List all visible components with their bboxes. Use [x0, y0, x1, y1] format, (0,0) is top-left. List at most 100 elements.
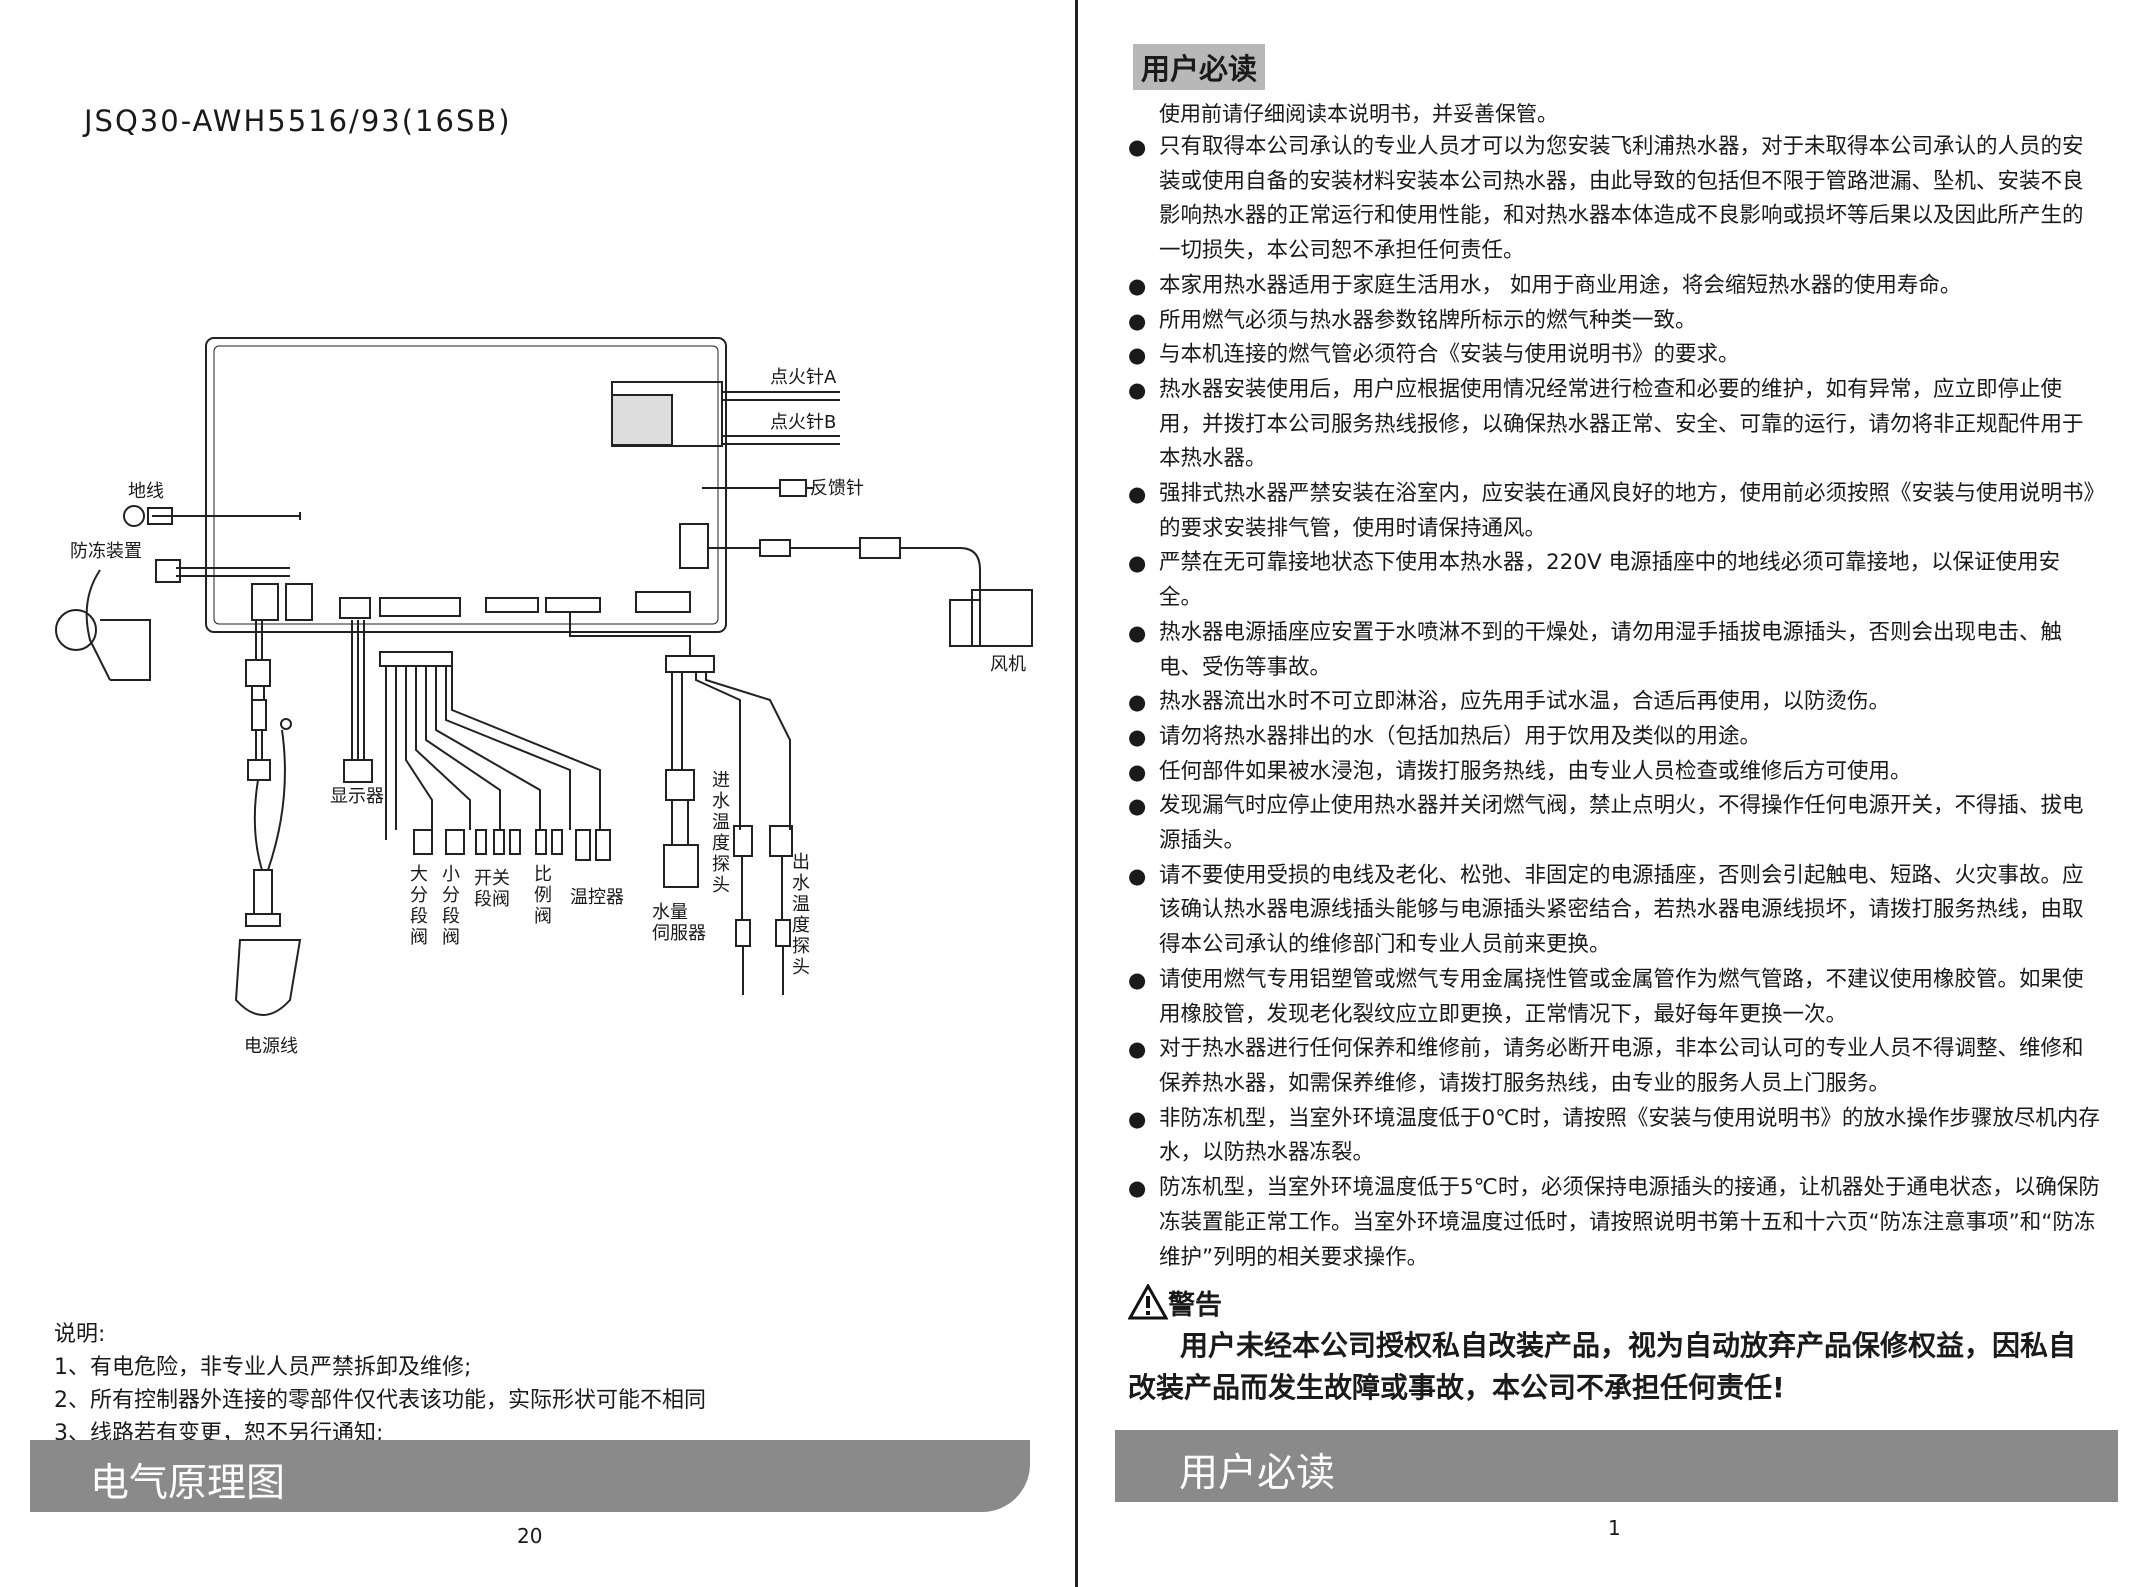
label-thermostat: 温控器: [570, 887, 624, 908]
label-inlet-probe: 探: [712, 854, 730, 875]
bullet-icon: ●: [1128, 1106, 1147, 1131]
label-outlet-probe: 温: [792, 894, 810, 915]
list-item-text: 发现漏气时应停止使用热水器并关闭燃气阀，禁止点明火，不得操作任何电源开关，不得插…: [1159, 793, 2084, 854]
bullet-icon: ●: [1128, 690, 1147, 715]
section-header: 用户必读: [1133, 44, 1266, 90]
label-outlet-probe: 头: [792, 957, 810, 978]
list-item: ●本家用热水器适用于家庭生活用水， 如用于商业用途，将会缩短热水器的使用寿命。: [1128, 269, 2103, 304]
label-ground: 地线: [128, 481, 164, 502]
wiring-diagram: 点火针A 点火针B 反馈针 地线 防冻装置 风机 显示器 温控器 电源线 大分段…: [55, 337, 1033, 1057]
list-item-text: 严禁在无可靠接地状态下使用本热水器，220V 电源插座中的地线必须可靠接地，以保…: [1159, 550, 2061, 611]
section-title: 用户必读: [1179, 1451, 1336, 1496]
list-item-text: 所用燃气必须与热水器参数铭牌所标示的燃气种类一致。: [1159, 307, 1697, 333]
bullet-icon: ●: [1128, 759, 1147, 784]
list-item: ● 请勿将热水器排出的水（包括加热后）用于饮用及类似的用途。: [1128, 720, 2103, 755]
label-ratio-valve: 阀: [534, 906, 552, 927]
list-item: ● 非防冻机型，当室外环境温度低于0℃时，请按照《安装与使用说明书》的放水操作步骤…: [1128, 1102, 2103, 1171]
label-small-valve: 段: [442, 906, 460, 927]
notes-line: 2、所有控制器外连接的零部件仅代表该功能，实际形状可能不相同: [54, 1388, 706, 1413]
label-ignition-b: 点火针B: [770, 412, 836, 433]
list-item: ● 防冻机型，当室外环境温度低于5℃时，必须保持电源插头的接通，让机器处于通电状态…: [1128, 1171, 2103, 1275]
label-inlet-probe: 温: [712, 812, 730, 833]
page-number: 1: [1608, 1516, 1621, 1540]
bullet-icon: ●: [1128, 1176, 1147, 1201]
label-antifreeze: 防冻装置: [70, 541, 142, 562]
label-inlet-probe: 进: [712, 770, 730, 791]
warning-title: 警告: [1168, 1290, 1222, 1321]
list-item: ● 严禁在无可靠接地状态下使用本热水器，220V 电源插座中的地线必须可靠接地，以…: [1128, 546, 2103, 615]
label-big-valve: 段: [410, 906, 428, 927]
bullet-icon: ●: [1128, 377, 1147, 402]
bullet-icon: ●: [1128, 863, 1147, 888]
list-item-text: 请勿将热水器排出的水（包括加热后）用于饮用及类似的用途。: [1159, 723, 1762, 749]
list-item: ●热水器电源插座应安置于水喷淋不到的干燥处，请勿用湿手插拔电源插头，否则会出现电…: [1128, 616, 2103, 685]
list-item: ●与本机连接的燃气管必须符合《安装与使用说明书》的要求。: [1128, 338, 2103, 373]
label-ratio-valve: 比: [534, 864, 552, 885]
label-ratio-valve: 例: [534, 885, 552, 906]
section-band: 用户必读: [1115, 1430, 2118, 1502]
bullet-icon: ●: [1128, 1037, 1147, 1062]
page-number: 20: [517, 1524, 543, 1548]
label-outlet-probe: 水: [792, 873, 810, 894]
list-item-text: 对于热水器进行任何保养和维修前，请务必断开电源，非本公司认可的专业人员不得调整、…: [1159, 1036, 2084, 1096]
list-item: ● 任何部件如果被水浸泡，请拨打服务热线，由专业人员检查或维修后方可使用。: [1128, 755, 2103, 790]
label-small-valve: 小: [442, 864, 460, 885]
controller-board: [205, 337, 727, 633]
section-band: 电气原理图: [30, 1440, 1030, 1512]
bullet-icon: ●: [1128, 967, 1147, 992]
bullet-icon: ●: [1128, 308, 1147, 333]
label-ignition-a: 点火针A: [770, 367, 837, 388]
label-switch-valve: 段阀: [474, 889, 510, 910]
list-item: ● 发现漏气时应停止使用热水器并关闭燃气阀，禁止点明火，不得操作任何电源开关，不得…: [1128, 789, 2103, 858]
bullet-icon: ●: [1128, 482, 1147, 507]
bullet-icon: ●: [1128, 135, 1147, 159]
list-item-text: 任何部件如果被水浸泡，请拨打服务热线，由专业人员检查或维修后方可使用。: [1159, 758, 1912, 784]
page-spine: [1075, 0, 1078, 1587]
notes-line: 1、有电危险，非专业人员严禁拆卸及维修;: [54, 1355, 472, 1380]
model-number: JSQ30-AWH5516/93(16SB): [84, 104, 512, 138]
notes: 说明: 1、有电危险，非专业人员严禁拆卸及维修; 2、所有控制器外连接的零部件仅…: [54, 1318, 706, 1450]
label-inlet-probe: 度: [712, 833, 730, 854]
bullet-icon: ●: [1128, 551, 1147, 576]
bullet-icon: ●: [1128, 273, 1147, 298]
label-outlet-probe: 出: [792, 852, 810, 873]
label-big-valve: 分: [410, 885, 428, 906]
bullet-icon: ●: [1128, 724, 1147, 749]
warning-triangle-icon: [1127, 1282, 1169, 1320]
label-big-valve: 大: [410, 864, 428, 885]
section-title: 电气原理图: [90, 1461, 286, 1506]
label-inlet-probe: 头: [712, 875, 730, 896]
list-item: ● 强排式热水器严禁安装在浴室内，应安装在通风良好的地方，使用前必须按照《安装与使…: [1128, 477, 2103, 546]
list-item: ● 所用燃气必须与热水器参数铭牌所标示的燃气种类一致。: [1128, 304, 2103, 339]
label-big-valve: 阀: [410, 927, 428, 948]
list-item-text: 防冻机型，当室外环境温度低于5℃时，必须保持电源插头的接通，让机器处于通电状态，…: [1159, 1175, 2100, 1270]
warning-heading: 警告: [1127, 1282, 1222, 1322]
list-item-text: 只有取得本公司承认的专业人员才可以为您安装飞利浦热水器，对于未取得本公司承认的人…: [1159, 134, 2084, 264]
list-item-text: 热水器流出水时不可立即淋浴，应先用手试水温，合适后再使用，以防烫伤。: [1159, 689, 1891, 715]
list-item-text: 请不要使用受损的电线及老化、松弛、非固定的电源插座，否则会引起触电、短路、火灾事…: [1159, 862, 2084, 958]
list-item: ● 对于热水器进行任何保养和维修前，请务必断开电源，非本公司认可的专业人员不得调整…: [1128, 1032, 2103, 1101]
label-water-servo: 伺服器: [652, 923, 706, 944]
warning-text: 用户未经本公司授权私自改装产品，视为自动放弃产品保修权益，因私自改装产品而发生故…: [1128, 1329, 2077, 1404]
list-item: ● 请不要使用受损的电线及老化、松弛、非固定的电源插座，否则会引起触电、短路、火灾…: [1128, 859, 2103, 963]
notes-title: 说明:: [54, 1322, 106, 1347]
label-outlet-probe: 度: [792, 915, 810, 936]
safety-list: ● 只有取得本公司承认的专业人员才可以为您安装飞利浦热水器，对于未取得本公司承认的…: [1128, 130, 2103, 1275]
label-display: 显示器: [330, 786, 384, 807]
list-item: ● 请使用燃气专用铝塑管或燃气专用金属挠性管或金属管作为燃气管路，不建议使用橡胶管…: [1128, 963, 2103, 1032]
label-fan: 风机: [990, 654, 1026, 675]
label-outlet-probe: 探: [792, 936, 810, 957]
bullet-icon: ●: [1128, 620, 1147, 645]
list-item: ● 热水器流出水时不可立即淋浴，应先用手试水温，合适后再使用，以防烫伤。: [1128, 685, 2103, 720]
label-water-servo: 水量: [652, 902, 688, 923]
list-item: ●热水器安装使用后，用户应根据使用情况经常进行检查和必要的维护，如有异常，应立即…: [1128, 373, 2103, 477]
left-page: JSQ30-AWH5516/93(16SB): [30, 104, 1033, 1548]
list-item-text: 强排式热水器严禁安装在浴室内，应安装在通风良好的地方，使用前必须按照《安装与使用…: [1159, 481, 2095, 541]
label-small-valve: 分: [442, 885, 460, 906]
intro-text: 使用前请仔细阅读本说明书，并妥善保管。: [1159, 102, 1558, 126]
list-item-text: 请使用燃气专用铝塑管或燃气专用金属挠性管或金属管作为燃气管路，不建议使用橡胶管。…: [1159, 966, 2084, 1027]
list-item-text: 非防冻机型，当室外环境温度低于0℃时，请按照《安装与使用说明书》的放水操作步骤放…: [1159, 1105, 2100, 1166]
label-power-cord: 电源线: [244, 1036, 298, 1057]
bullet-icon: ●: [1128, 794, 1147, 819]
label-inlet-probe: 水: [712, 791, 730, 812]
